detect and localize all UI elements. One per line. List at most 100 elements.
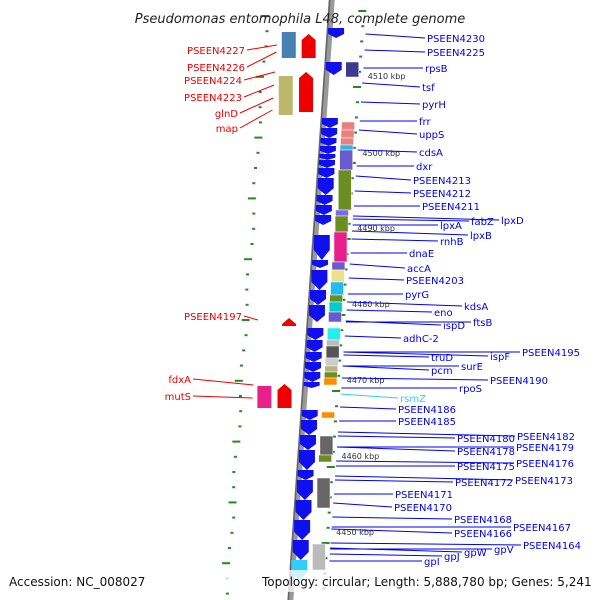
gene-label-lpxA[interactable]: lpxA: [440, 221, 462, 232]
feature-box[interactable]: [335, 209, 349, 217]
gene-label-gpJ[interactable]: gpJ: [444, 552, 460, 563]
forward-gene-arrow[interactable]: [312, 260, 329, 268]
forward-gene-arrow[interactable]: [294, 520, 311, 540]
gene-label-PSEEN4179[interactable]: PSEEN4179: [516, 443, 574, 454]
gene-label-mutS[interactable]: mutS: [165, 392, 191, 403]
feature-box[interactable]: [281, 32, 296, 58]
feature-box[interactable]: [331, 261, 346, 271]
gene-label-gpW[interactable]: gpW: [464, 548, 487, 559]
gene-label-PSEEN4166[interactable]: PSEEN4166: [454, 529, 512, 540]
feature-box[interactable]: [339, 144, 354, 151]
gene-label-PSEEN4173[interactable]: PSEEN4173: [515, 476, 573, 487]
gene-label-frr[interactable]: frr: [419, 117, 431, 128]
gene-label-PSEEN4186[interactable]: PSEEN4186: [398, 405, 456, 416]
gene-label-pyrG[interactable]: pyrG: [405, 290, 429, 301]
gene-label-PSEEN4212[interactable]: PSEEN4212: [413, 189, 471, 200]
forward-gene-arrow[interactable]: [318, 168, 335, 178]
feature-box[interactable]: [339, 149, 353, 171]
feature-box[interactable]: [318, 454, 332, 463]
gene-label-pyrH[interactable]: pyrH: [422, 100, 446, 111]
feature-box[interactable]: [328, 311, 342, 323]
forward-gene-arrow[interactable]: [311, 270, 328, 290]
feature-box[interactable]: [323, 377, 338, 386]
forward-gene-arrow[interactable]: [318, 160, 335, 168]
reverse-gene-arrow[interactable]: [299, 72, 314, 112]
gene-label-rnhB[interactable]: rnhB: [440, 237, 464, 248]
gene-label-truD[interactable]: truD: [431, 353, 453, 364]
feature-box[interactable]: [316, 477, 331, 509]
gene-label-uppS[interactable]: uppS: [419, 130, 444, 141]
gene-label-eno[interactable]: eno: [434, 308, 453, 319]
forward-gene-arrow[interactable]: [306, 340, 323, 352]
forward-gene-arrow[interactable]: [298, 450, 315, 470]
reverse-gene-arrow[interactable]: [277, 384, 292, 408]
forward-gene-arrow[interactable]: [308, 305, 325, 322]
feature-box[interactable]: [333, 231, 348, 263]
forward-gene-arrow[interactable]: [301, 410, 318, 420]
gene-label-gpI[interactable]: gpI: [424, 557, 440, 568]
gene-label-PSEEN4195[interactable]: PSEEN4195: [522, 348, 580, 359]
gene-label-PSEEN4227[interactable]: PSEEN4227: [187, 46, 245, 57]
feature-box[interactable]: [312, 543, 326, 571]
forward-gene-arrow[interactable]: [299, 435, 316, 450]
forward-gene-arrow[interactable]: [301, 420, 318, 435]
feature-box[interactable]: [328, 301, 343, 313]
feature-box[interactable]: [324, 371, 338, 379]
forward-gene-arrow[interactable]: [328, 28, 345, 38]
forward-gene-arrow[interactable]: [304, 372, 321, 382]
feature-box[interactable]: [338, 169, 352, 211]
gene-label-ispF[interactable]: ispF: [490, 352, 510, 363]
feature-box[interactable]: [329, 294, 343, 303]
gene-label-PSEEN4175[interactable]: PSEEN4175: [457, 462, 515, 473]
forward-gene-arrow[interactable]: [315, 205, 332, 215]
gene-label-rpoS[interactable]: rpoS: [459, 384, 482, 395]
gene-label-accA[interactable]: accA: [407, 264, 431, 275]
feature-box[interactable]: [341, 121, 355, 131]
forward-gene-arrow[interactable]: [305, 352, 322, 362]
forward-gene-arrow[interactable]: [321, 128, 338, 138]
feature-box[interactable]: [325, 357, 339, 367]
gene-label-kdsA[interactable]: kdsA: [464, 302, 488, 313]
gene-label-dnaE[interactable]: dnaE: [409, 249, 434, 260]
gene-label-glnD[interactable]: glnD: [215, 109, 238, 120]
forward-gene-arrow[interactable]: [320, 138, 337, 146]
forward-gene-arrow[interactable]: [319, 154, 336, 160]
reverse-gene-arrow[interactable]: [282, 318, 297, 326]
gene-label-ispD[interactable]: ispD: [443, 321, 465, 332]
gene-label-pcm[interactable]: pcm: [431, 366, 453, 377]
feature-box[interactable]: [340, 129, 355, 139]
gene-label-map[interactable]: map: [216, 124, 238, 135]
gene-label-tsf[interactable]: tsf: [422, 83, 435, 94]
gene-label-dxr[interactable]: dxr: [416, 162, 433, 173]
forward-gene-arrow[interactable]: [317, 178, 334, 195]
gene-label-PSEEN4203[interactable]: PSEEN4203: [406, 276, 464, 287]
feature-box[interactable]: [330, 281, 344, 296]
gene-label-PSEEN4172[interactable]: PSEEN4172: [455, 478, 513, 489]
gene-label-PSEEN4230[interactable]: PSEEN4230: [427, 34, 485, 45]
gene-label-cdsA[interactable]: cdsA: [419, 148, 443, 159]
reverse-gene-arrow[interactable]: [301, 34, 316, 58]
gene-label-rsmZ[interactable]: rsmZ: [400, 394, 426, 405]
forward-gene-arrow[interactable]: [316, 195, 333, 205]
feature-box[interactable]: [326, 339, 340, 347]
feature-box[interactable]: [334, 215, 349, 233]
forward-gene-arrow[interactable]: [295, 500, 312, 520]
forward-gene-arrow[interactable]: [313, 235, 330, 260]
gene-label-fdxA[interactable]: fdxA: [168, 375, 191, 386]
gene-label-PSEEN4164[interactable]: PSEEN4164: [523, 541, 581, 552]
gene-label-gpV[interactable]: gpV: [494, 545, 514, 556]
forward-gene-arrow[interactable]: [321, 118, 338, 128]
gene-label-PSEEN4176[interactable]: PSEEN4176: [516, 459, 574, 470]
feature-box[interactable]: [278, 76, 293, 115]
feature-box[interactable]: [325, 345, 340, 359]
forward-gene-arrow[interactable]: [303, 382, 320, 388]
forward-gene-arrow[interactable]: [315, 215, 332, 225]
gene-label-ftsB[interactable]: ftsB: [473, 318, 492, 329]
gene-label-PSEEN4197[interactable]: PSEEN4197: [184, 312, 242, 323]
gene-label-PSEEN4180[interactable]: PSEEN4180: [457, 434, 515, 445]
feature-box[interactable]: [331, 269, 345, 283]
gene-label-fabZ[interactable]: fabZ: [471, 217, 494, 228]
feature-box[interactable]: [324, 365, 338, 373]
gene-label-PSEEN4225[interactable]: PSEEN4225: [427, 48, 485, 59]
feature-box[interactable]: [345, 61, 359, 78]
